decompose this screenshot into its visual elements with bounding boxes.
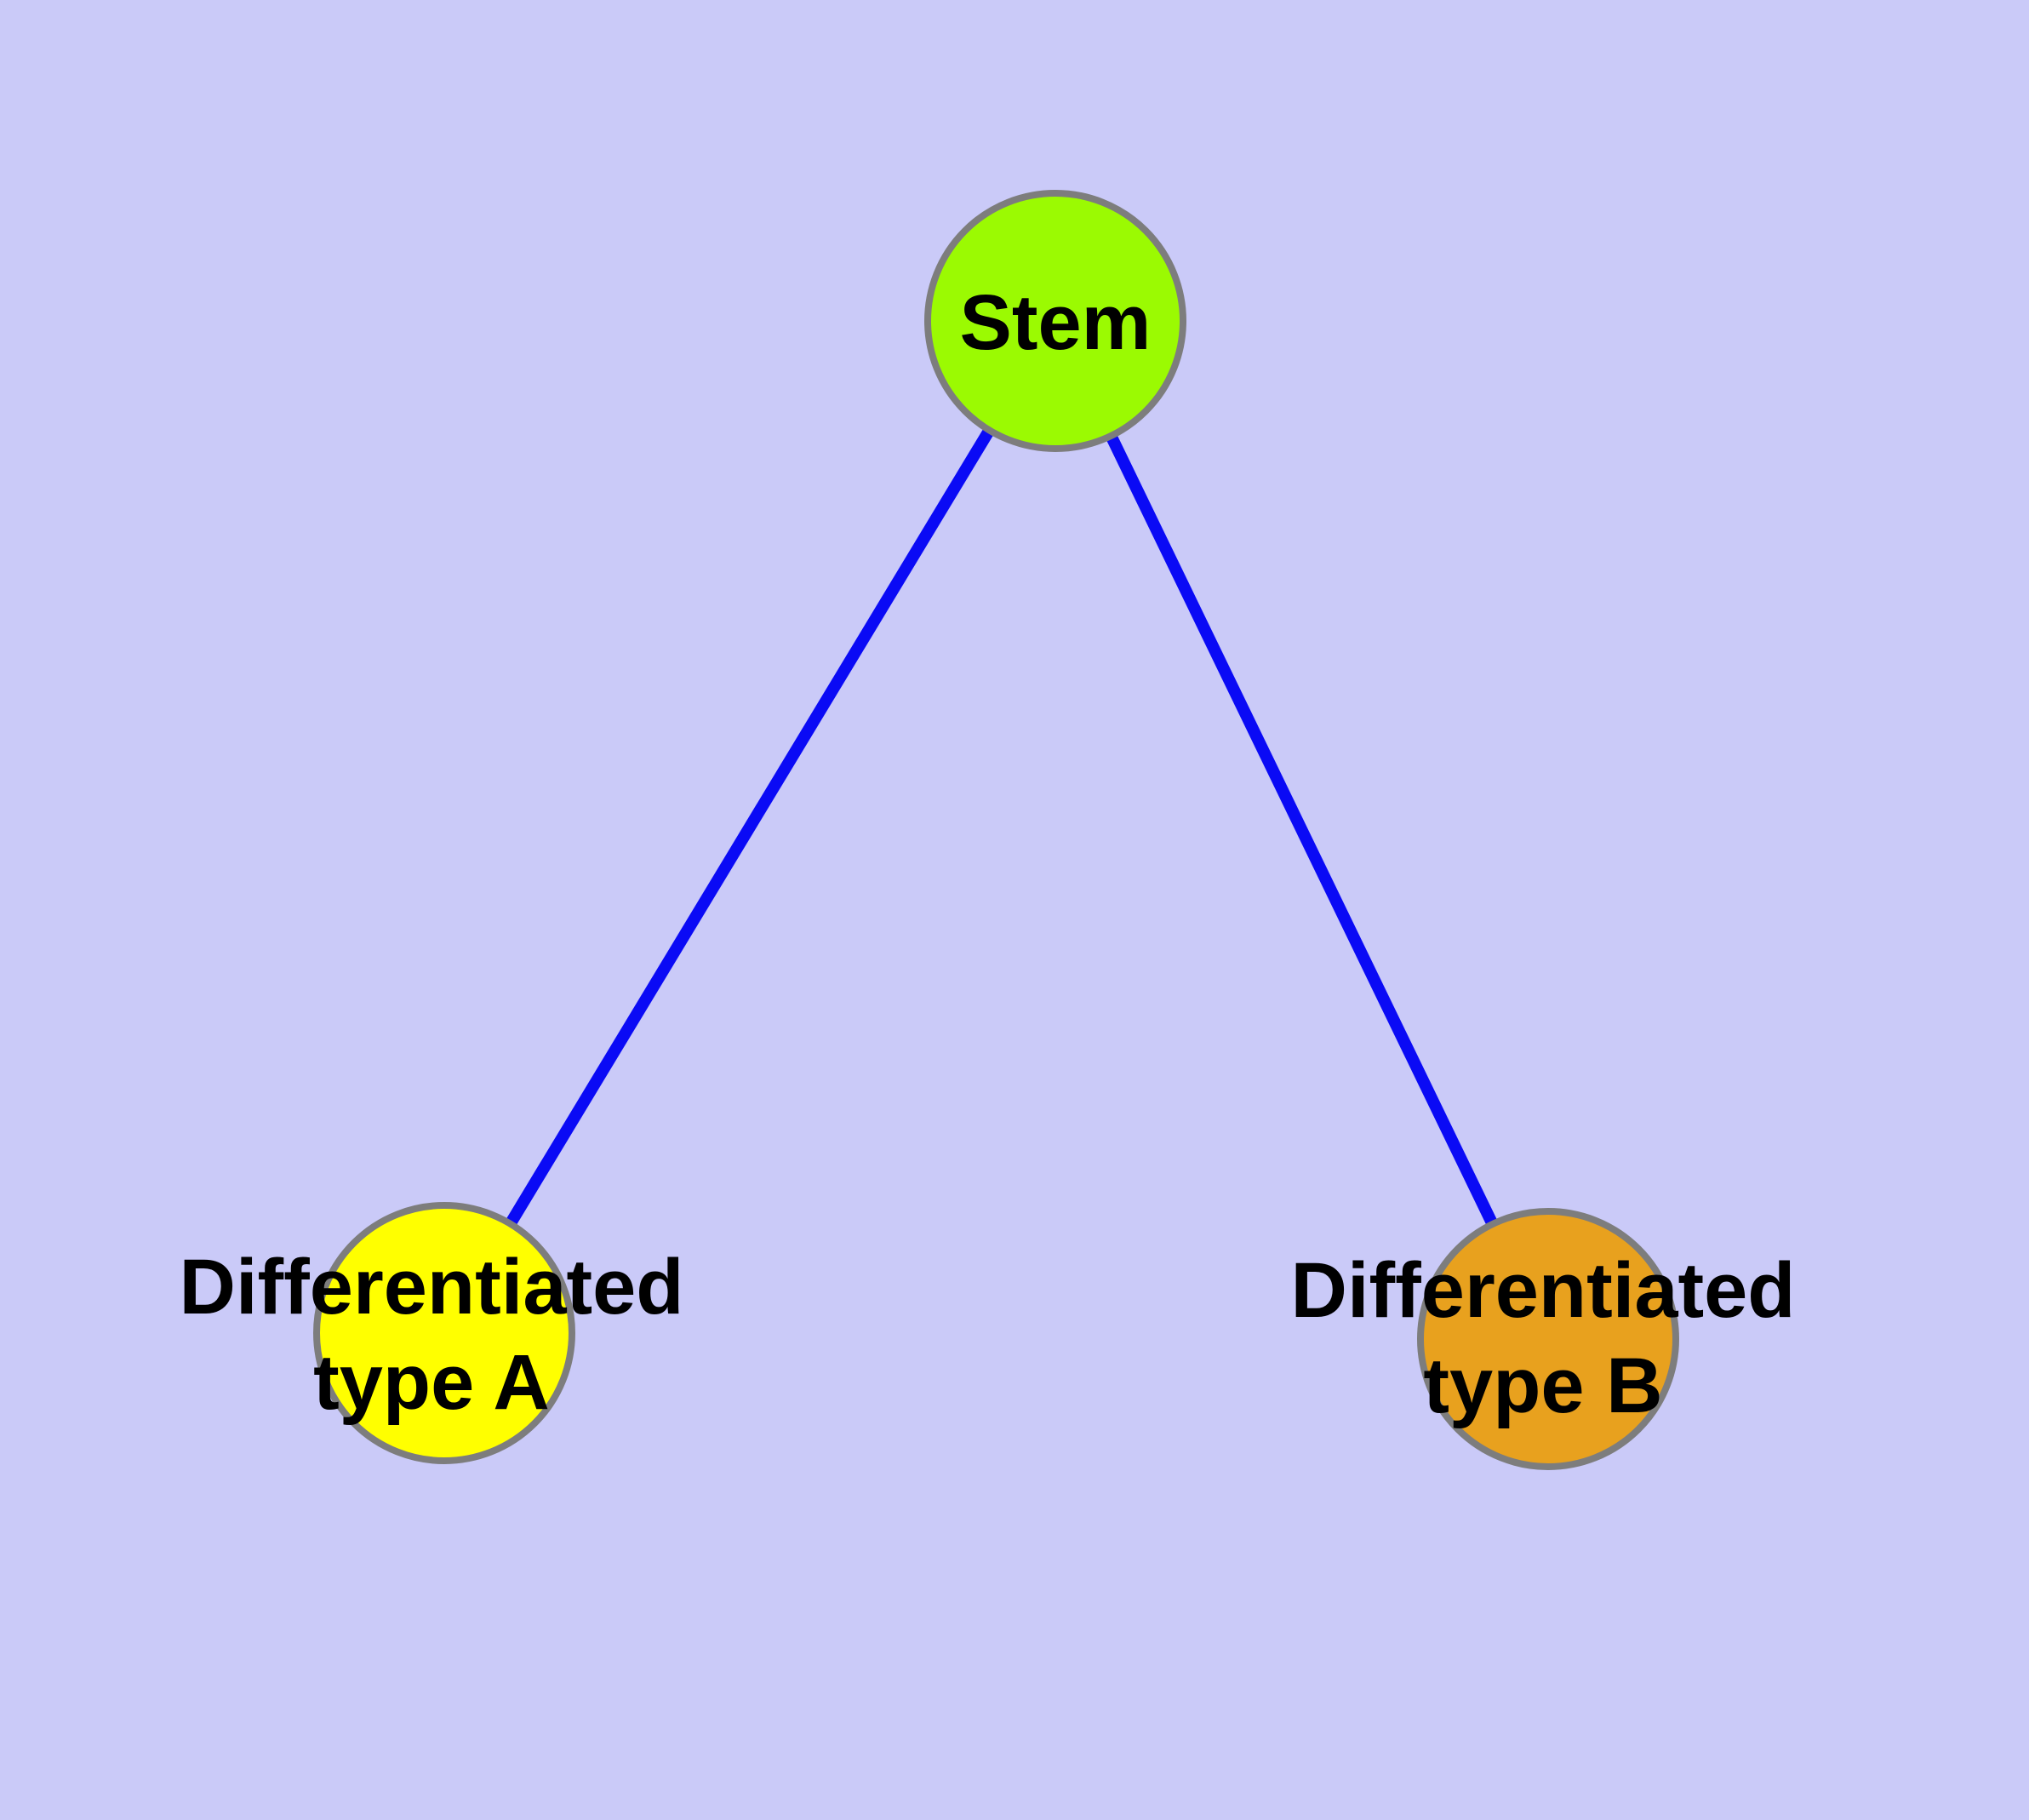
node-type-b-label: Differentiated type B <box>1290 1246 1796 1429</box>
node-type-b-circle[interactable] <box>1417 1208 1679 1470</box>
node-stem-circle[interactable] <box>924 190 1186 452</box>
edge-stem-to-type-b <box>1049 318 1554 1342</box>
node-type-a-circle[interactable] <box>313 1202 575 1464</box>
node-type-a-label: Differentiated type A <box>179 1243 684 1426</box>
edge-stem-to-type-a <box>439 318 1060 1336</box>
node-stem-label: Stem <box>959 278 1152 366</box>
